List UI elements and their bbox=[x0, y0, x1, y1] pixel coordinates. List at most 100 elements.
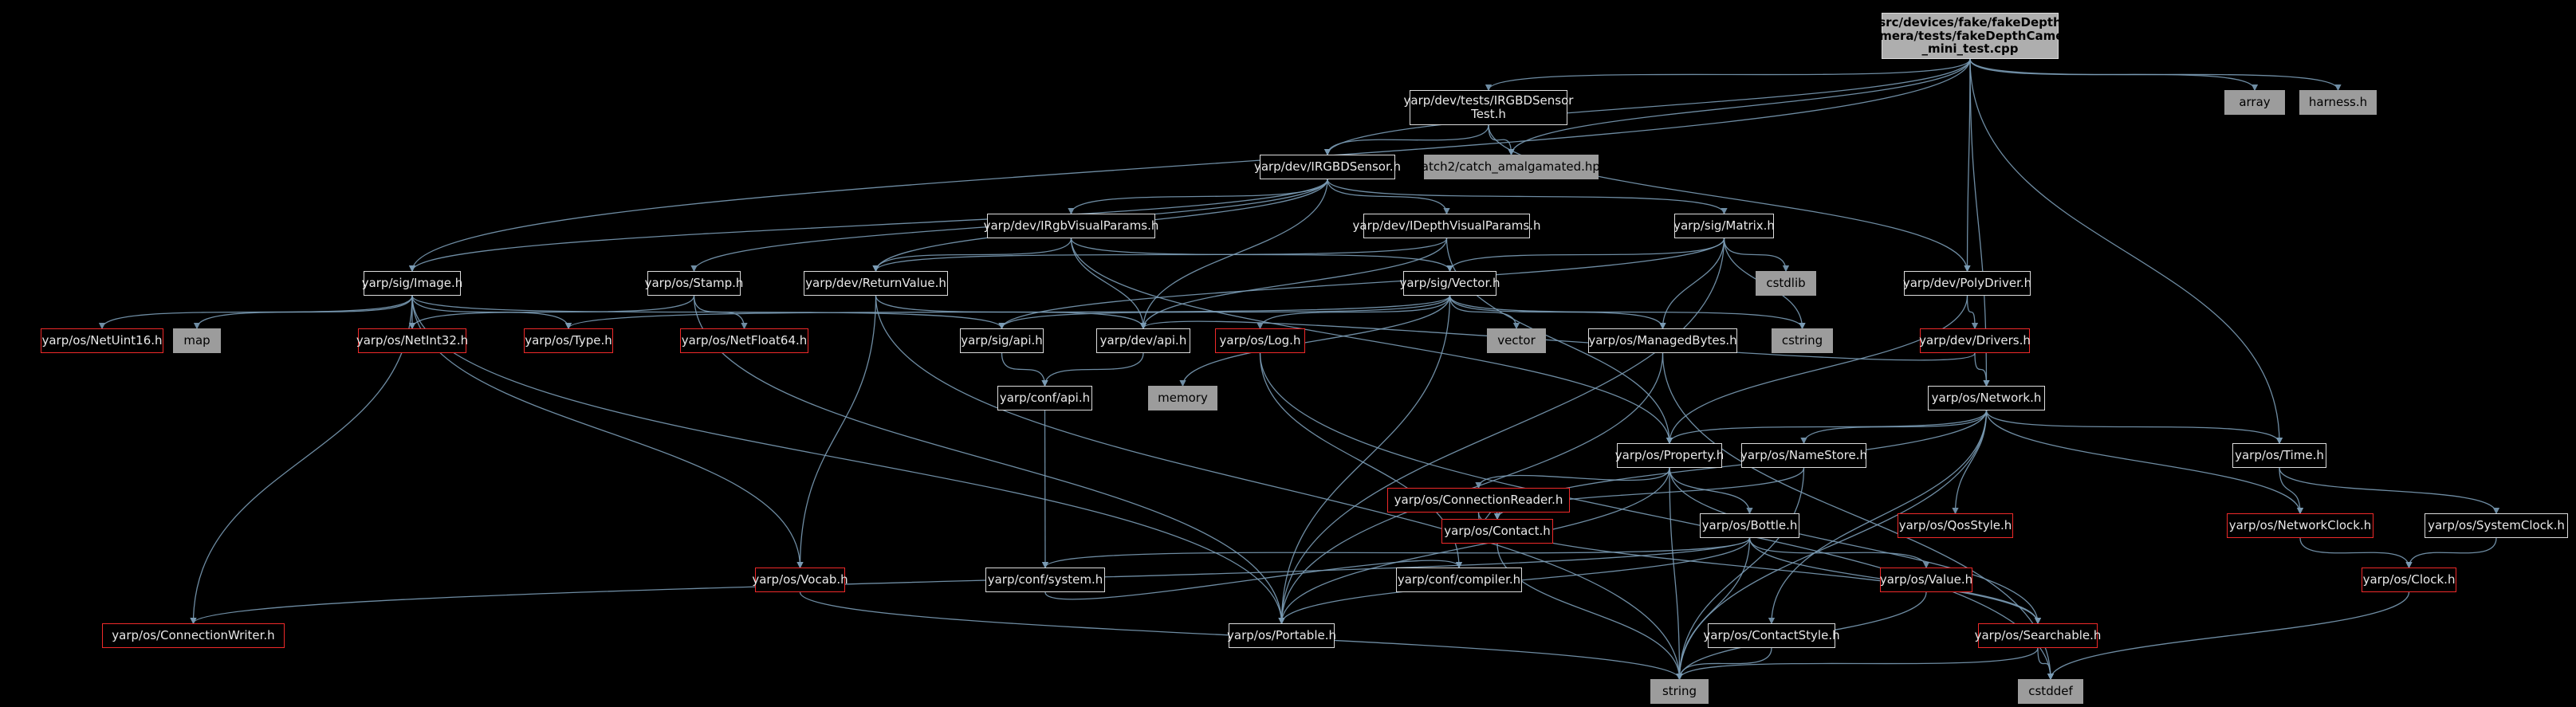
edge-testheader-catch2 bbox=[1488, 124, 1515, 156]
edge-testheader-irgbdsensor bbox=[1323, 124, 1489, 156]
graph-node-matrix[interactable]: yarp/sig/Matrix.h bbox=[1673, 214, 1775, 238]
graph-node-map[interactable]: map bbox=[173, 328, 221, 353]
graph-node-string[interactable]: string bbox=[1650, 679, 1709, 704]
graph-node-contact[interactable]: yarp/os/Contact.h bbox=[1441, 519, 1553, 544]
edge-property-bottle bbox=[1669, 467, 1753, 515]
graph-node-cstring[interactable]: cstring bbox=[1772, 328, 1833, 353]
edge-root-testheader bbox=[1485, 58, 1971, 92]
edge-sigapi-confapi bbox=[1001, 352, 1048, 387]
edge-irgbdsensor-idepthparams bbox=[1327, 179, 1450, 215]
graph-node-property[interactable]: yarp/os/Property.h bbox=[1615, 443, 1724, 468]
edge-matrix-managedbytes bbox=[1659, 238, 1725, 330]
edge-sigvector-cstring bbox=[1449, 295, 1806, 330]
edges-group bbox=[98, 58, 2500, 681]
graph-node-catch2[interactable]: catch2/catch_amalgamated.hpp bbox=[1415, 155, 1607, 179]
graph-node-value[interactable]: yarp/os/Value.h bbox=[1880, 568, 1972, 592]
edge-stamp-netint32 bbox=[408, 295, 695, 330]
graph-node-clock[interactable]: yarp/os/Clock.h bbox=[2362, 568, 2456, 592]
graph-node-cstdlib[interactable]: cstdlib bbox=[1756, 271, 1816, 296]
graph-node-confsystem[interactable]: yarp/conf/system.h bbox=[985, 568, 1105, 592]
edge-irgbdsensor-irgbparams bbox=[1068, 179, 1328, 215]
graph-node-netint32[interactable]: yarp/os/NetInt32.h bbox=[356, 328, 468, 353]
edge-stamp-portable bbox=[693, 295, 1285, 625]
edge-sigvector-memory bbox=[1179, 295, 1451, 387]
graph-node-irgbparams[interactable]: yarp/dev/IRgbVisualParams.h bbox=[984, 214, 1158, 238]
edge-drivers-devapi bbox=[1139, 320, 1976, 361]
graph-node-root[interactable]: src/devices/fake/fakeDepth Camera/tests/… bbox=[1862, 13, 2078, 59]
graph-node-devapi[interactable]: yarp/dev/api.h bbox=[1096, 328, 1190, 353]
graph-node-image[interactable]: yarp/sig/Image.h bbox=[362, 271, 462, 296]
edge-returnvalue-string bbox=[875, 295, 1683, 681]
edge-image-netuint16 bbox=[98, 295, 413, 330]
edge-irgbparams-returnvalue bbox=[872, 238, 1072, 273]
graph-node-network[interactable]: yarp/os/Network.h bbox=[1928, 386, 2045, 410]
edge-image-type bbox=[411, 295, 572, 330]
graph-node-drivers[interactable]: yarp/dev/Drivers.h bbox=[1919, 328, 2031, 353]
edge-networkclock-clock bbox=[2299, 537, 2413, 569]
graph-node-managedbytes[interactable]: yarp/os/ManagedBytes.h bbox=[1588, 328, 1737, 353]
graph-node-time[interactable]: yarp/os/Time.h bbox=[2232, 443, 2326, 468]
graph-node-stamp[interactable]: yarp/os/Stamp.h bbox=[645, 271, 743, 296]
graph-node-harness[interactable]: harness.h bbox=[2299, 90, 2377, 115]
edge-property-connectionreader bbox=[1475, 467, 1670, 489]
graph-node-confcompiler[interactable]: yarp/conf/compiler.h bbox=[1396, 568, 1522, 592]
graph-node-vector[interactable]: vector bbox=[1487, 328, 1546, 353]
edge-sigvector-log bbox=[1257, 295, 1451, 330]
edge-testheader-polydriver bbox=[1488, 124, 1971, 273]
graph-node-netuint16[interactable]: yarp/os/NetUint16.h bbox=[41, 328, 163, 353]
edge-network-property bbox=[1666, 410, 1988, 445]
edge-clock-cstddef bbox=[2047, 591, 2410, 681]
graph-node-connectionwriter[interactable]: yarp/os/ConnectionWriter.h bbox=[102, 623, 285, 648]
edge-irgbdsensor-image bbox=[408, 179, 1328, 273]
edge-network-networkclock bbox=[1985, 410, 2304, 515]
edge-polydriver-drivers bbox=[1966, 295, 1979, 330]
edge-polydriver-property bbox=[1666, 295, 1968, 445]
edge-sigvector-sigapi bbox=[998, 295, 1451, 330]
graph-node-log[interactable]: yarp/os/Log.h bbox=[1215, 328, 1305, 353]
graph-node-namestore[interactable]: yarp/os/NameStore.h bbox=[1740, 443, 1867, 468]
graph-node-idepthparams[interactable]: yarp/dev/IDepthVisualParams.h bbox=[1353, 214, 1541, 238]
edge-root-image bbox=[408, 58, 1971, 273]
edge-time-networkclock bbox=[2279, 467, 2304, 515]
graph-node-contactstyle[interactable]: yarp/os/ContactStyle.h bbox=[1703, 623, 1840, 648]
edge-network-contactstyle bbox=[1768, 410, 1988, 625]
graph-node-confapi[interactable]: yarp/conf/api.h bbox=[997, 386, 1092, 410]
edge-bottle-string bbox=[1676, 537, 1751, 681]
graph-node-portable[interactable]: yarp/os/Portable.h bbox=[1227, 623, 1336, 648]
edge-returnvalue-vocab bbox=[796, 295, 877, 569]
graph-node-returnvalue[interactable]: yarp/dev/ReturnValue.h bbox=[804, 271, 948, 296]
edge-root-irgbdsensor bbox=[1323, 58, 1971, 156]
graph-node-type[interactable]: yarp/os/Type.h bbox=[524, 328, 613, 353]
graph-node-testheader[interactable]: yarp/dev/tests/IRGBDSensor Test.h bbox=[1404, 90, 1573, 125]
edge-searchable-cstddef bbox=[2037, 647, 2055, 681]
graph-node-systemclock[interactable]: yarp/os/SystemClock.h bbox=[2425, 513, 2568, 538]
edge-drivers-network bbox=[1974, 352, 1990, 387]
edge-contact-string bbox=[1496, 543, 1683, 681]
graph-node-bottle[interactable]: yarp/os/Bottle.h bbox=[1700, 513, 1799, 538]
edge-irgbdsensor-devapi bbox=[1139, 179, 1328, 330]
graph-node-cstddef[interactable]: cstddef bbox=[2018, 679, 2083, 704]
graph-node-vocab[interactable]: yarp/os/Vocab.h bbox=[752, 568, 848, 592]
graph-node-array[interactable]: array bbox=[2224, 90, 2285, 115]
edge-matrix-sigapi bbox=[998, 238, 1725, 330]
edge-root-time bbox=[1969, 58, 2283, 445]
graph-node-qosstyle[interactable]: yarp/os/QosStyle.h bbox=[1898, 513, 2013, 538]
edge-managedbytes-cstddef bbox=[1662, 352, 2055, 681]
graph-node-connectionreader[interactable]: yarp/os/ConnectionReader.h bbox=[1387, 488, 1570, 513]
edge-irgbdsensor-matrix bbox=[1327, 179, 1728, 215]
graph-node-netfloat64[interactable]: yarp/os/NetFloat64.h bbox=[680, 328, 808, 353]
edge-property-searchable bbox=[1669, 467, 2042, 625]
edge-idepthparams-returnvalue bbox=[872, 238, 1448, 273]
edge-root-network bbox=[1969, 58, 1990, 387]
graph-node-sigvector[interactable]: yarp/sig/Vector.h bbox=[1399, 271, 1500, 296]
graph-node-polydriver[interactable]: yarp/dev/PolyDriver.h bbox=[1903, 271, 2031, 296]
graph-node-memory[interactable]: memory bbox=[1148, 386, 1217, 410]
graph-node-searchable[interactable]: yarp/os/Searchable.h bbox=[1975, 623, 2101, 648]
edge-systemclock-clock bbox=[2405, 537, 2497, 569]
graph-node-irgbdsensor[interactable]: yarp/dev/IRGBDSensor.h bbox=[1254, 155, 1401, 179]
edge-sigvector-type bbox=[564, 295, 1451, 330]
graph-node-sigapi[interactable]: yarp/sig/api.h bbox=[960, 328, 1044, 353]
graph-node-networkclock[interactable]: yarp/os/NetworkClock.h bbox=[2227, 513, 2373, 538]
edge-root-catch2 bbox=[1508, 58, 1971, 156]
